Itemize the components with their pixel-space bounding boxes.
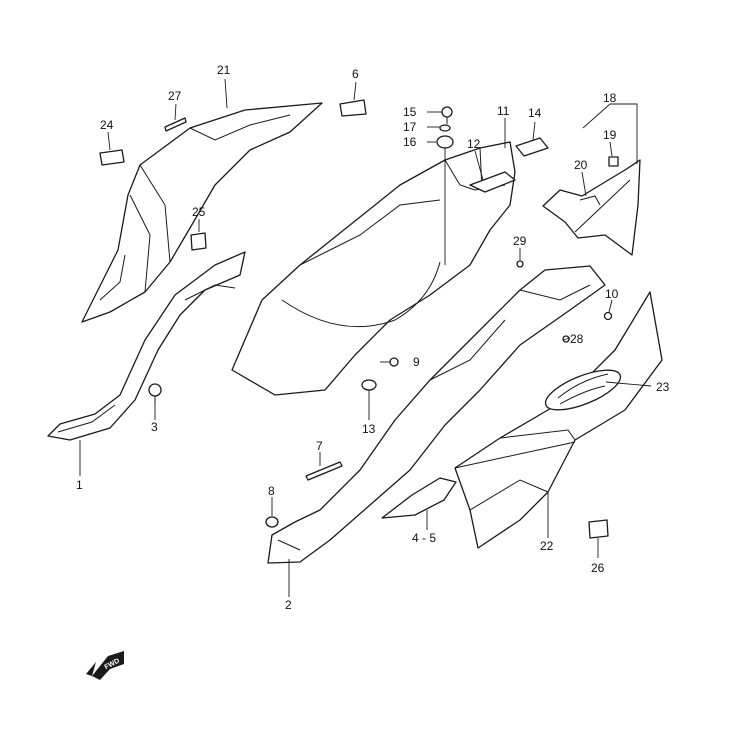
callout-1: 1 xyxy=(76,478,83,492)
callout-23: 23 xyxy=(656,380,670,394)
callout-20: 20 xyxy=(574,158,588,172)
callout-25: 25 xyxy=(192,205,206,219)
part-19-nut xyxy=(608,156,619,167)
callout-9: 9 xyxy=(413,355,420,369)
part-23-emblem xyxy=(544,369,622,411)
part-10-screw xyxy=(603,311,613,321)
callout-10: 10 xyxy=(605,287,619,301)
part-25-pad xyxy=(190,232,207,251)
callout-28: 28 xyxy=(570,332,584,346)
callout-6: 6 xyxy=(352,67,359,81)
callout-26: 26 xyxy=(591,561,605,575)
forward-direction-badge: FWD xyxy=(86,651,124,680)
callout-12: 12 xyxy=(467,137,481,151)
part-18-bracket xyxy=(542,159,641,256)
part-12-lamp-housing xyxy=(469,171,516,193)
part-17-washer xyxy=(439,124,451,132)
callout-4-5: 4 - 5 xyxy=(412,531,436,545)
callout-7: 7 xyxy=(316,439,323,453)
part-1-left-rail xyxy=(47,251,246,441)
callout-14: 14 xyxy=(528,106,542,120)
callout-labels: 1 2 3 4 - 5 6 7 8 9 10 11 12 13 14 15 16… xyxy=(76,63,670,612)
callout-13: 13 xyxy=(362,422,376,436)
callout-3: 3 xyxy=(151,420,158,434)
part-27-strip xyxy=(164,117,187,132)
part-21-left-cowl xyxy=(81,102,323,323)
part-13-grommet xyxy=(361,379,377,391)
callout-11: 11 xyxy=(497,104,510,118)
callout-22: 22 xyxy=(540,539,554,553)
callout-18: 18 xyxy=(603,91,617,105)
part-3-bolt xyxy=(148,383,162,404)
callout-16: 16 xyxy=(403,135,417,149)
part-14-plate xyxy=(515,137,549,157)
callout-8: 8 xyxy=(268,484,275,498)
part-24-pad xyxy=(99,149,125,166)
callout-2: 2 xyxy=(285,598,292,612)
callout-24: 24 xyxy=(100,118,114,132)
callout-15: 15 xyxy=(403,105,417,119)
callout-29: 29 xyxy=(513,234,527,248)
part-6-pad xyxy=(339,99,367,117)
part-4-5-side-panel xyxy=(381,477,457,519)
part-9-screw xyxy=(389,357,399,367)
part-8-grommet xyxy=(265,516,279,528)
part-16-grommet xyxy=(436,135,454,149)
part-26-pad xyxy=(588,519,609,539)
callout-21: 21 xyxy=(217,63,231,77)
part-29-screw xyxy=(516,260,524,268)
part-15-bolt xyxy=(441,106,453,124)
part-2-right-rail xyxy=(267,265,606,564)
leader-lines xyxy=(79,78,652,597)
callout-17: 17 xyxy=(403,120,417,134)
callout-19: 19 xyxy=(603,128,617,142)
callout-27: 27 xyxy=(168,89,182,103)
part-7-strip xyxy=(305,461,343,481)
